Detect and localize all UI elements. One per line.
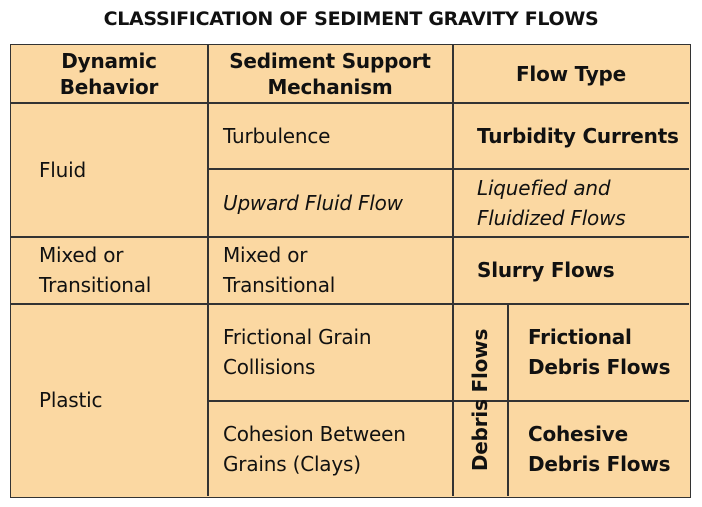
mechanism-cohesion-between-grains: Cohesion Between Grains (Clays) (223, 402, 451, 496)
classification-table: Dynamic Behavior Sediment Support Mechan… (10, 44, 691, 498)
header-flow-type: Flow Type (453, 45, 689, 102)
flow-turbidity-currents: Turbidity Currents (477, 103, 689, 168)
behavior-mixed-line-1: Mixed or (39, 243, 124, 267)
flow-cohesive-line-1: Cohesive (528, 422, 628, 446)
rule-header-bottom (11, 102, 689, 104)
header-dynamic-behavior-line-1: Dynamic (61, 48, 157, 73)
mechanism-turbulence: Turbulence (223, 103, 451, 168)
mechanism-upward-label: Upward Fluid Flow (223, 191, 403, 215)
behavior-fluid-label: Fluid (39, 157, 86, 182)
flow-slurry-label: Slurry Flows (477, 258, 615, 282)
flow-frictional-line-2: Debris Flows (528, 355, 671, 379)
flow-frictional-line-1: Frictional (528, 325, 632, 349)
header-dynamic-behavior: Dynamic Behavior (11, 45, 207, 102)
rule-col2-right (452, 45, 454, 496)
header-support-mechanism-line-1: Sediment Support (229, 48, 431, 73)
rule-debris-group-right (507, 303, 509, 496)
flow-turbidity-label: Turbidity Currents (477, 123, 679, 148)
flow-liquefied-line-1: Liquefied and (477, 176, 611, 200)
flow-liquefied-line-2: Fluidized Flows (477, 206, 626, 230)
mechanism-mixed-line-2: Transitional (223, 273, 336, 297)
mechanism-upward-fluid-flow: Upward Fluid Flow (223, 170, 451, 236)
flow-slurry: Slurry Flows (477, 237, 689, 303)
mechanism-cohesion-line-1: Cohesion Between (223, 422, 406, 446)
header-dynamic-behavior-line-2: Behavior (59, 74, 159, 99)
rule-turbulence-bottom (207, 168, 689, 170)
flow-cohesive-debris: Cohesive Debris Flows (528, 402, 689, 496)
flow-cohesive-line-2: Debris Flows (528, 452, 671, 476)
rule-frictional-bottom (207, 400, 689, 402)
rule-fluid-bottom (11, 236, 689, 238)
flow-frictional-debris: Frictional Debris Flows (528, 304, 689, 400)
behavior-mixed-line-2: Transitional (39, 273, 152, 297)
mechanism-frictional-line-2: Collisions (223, 355, 316, 379)
mechanism-frictional-line-1: Frictional Grain (223, 325, 372, 349)
header-support-mechanism-line-2: Mechanism (267, 74, 393, 99)
mechanism-turbulence-label: Turbulence (223, 123, 331, 148)
rule-col1-right (207, 45, 209, 496)
behavior-plastic-label: Plastic (39, 388, 103, 412)
behavior-fluid: Fluid (39, 103, 204, 236)
diagram-title: CLASSIFICATION OF SEDIMENT GRAVITY FLOWS (103, 8, 599, 30)
behavior-plastic: Plastic (39, 304, 204, 496)
rule-mixed-bottom (11, 303, 689, 305)
behavior-mixed: Mixed or Transitional (39, 237, 204, 303)
flow-debris-group-label: Debris Flows (468, 328, 492, 472)
header-flow-type-label: Flow Type (515, 61, 627, 86)
header-support-mechanism: Sediment Support Mechanism (208, 45, 452, 102)
mechanism-mixed-line-1: Mixed or (223, 243, 308, 267)
mechanism-frictional-grain-collisions: Frictional Grain Collisions (223, 304, 451, 400)
flow-liquefied-fluidized: Liquefied and Fluidized Flows (477, 170, 689, 236)
mechanism-mixed: Mixed or Transitional (223, 237, 451, 303)
mechanism-cohesion-line-2: Grains (Clays) (223, 452, 361, 476)
